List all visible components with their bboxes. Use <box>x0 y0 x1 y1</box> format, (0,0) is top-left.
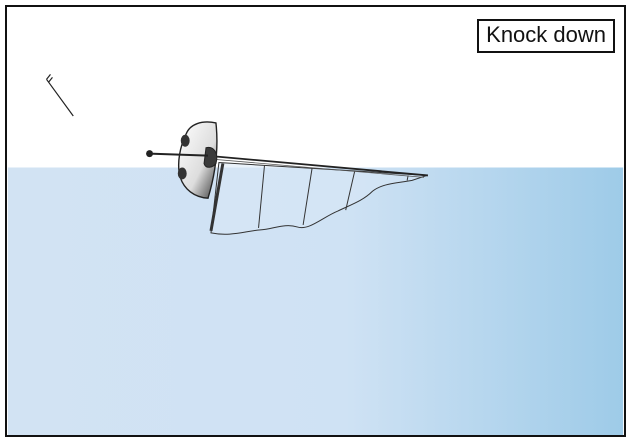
keel <box>203 146 218 168</box>
forestay <box>205 158 425 178</box>
porthole-bottom <box>177 167 187 180</box>
porthole-top <box>180 134 190 147</box>
tiller <box>149 152 209 157</box>
tiller-knob <box>146 150 154 158</box>
wind-indicator <box>46 73 74 117</box>
sail <box>210 162 428 235</box>
boom <box>209 163 225 232</box>
diagram-frame: Knock down <box>5 5 626 437</box>
diagram-label: Knock down <box>477 19 615 53</box>
mast <box>205 154 429 177</box>
boat-scene <box>7 73 624 435</box>
